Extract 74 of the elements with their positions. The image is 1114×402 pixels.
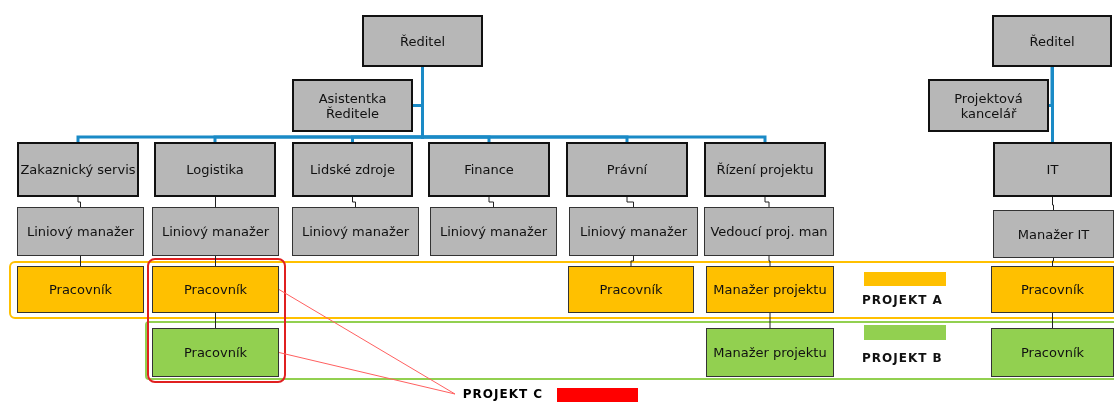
node-text: IT bbox=[1046, 162, 1059, 177]
connector-line bbox=[421, 67, 767, 142]
node-text: Manažer IT bbox=[1017, 226, 1090, 242]
worker-box bbox=[152, 266, 279, 313]
connector-line bbox=[1052, 312, 1053, 329]
worker-box bbox=[706, 328, 834, 377]
unit-box bbox=[704, 142, 826, 197]
worker-box bbox=[991, 328, 1114, 377]
connector-line bbox=[769, 312, 771, 329]
unit-box bbox=[428, 142, 550, 197]
unit-box bbox=[566, 142, 688, 197]
node-text: Liniový manažer bbox=[161, 224, 270, 239]
node-text: Ředitel bbox=[1029, 33, 1075, 49]
connector-line bbox=[764, 196, 770, 208]
node-text: Finance bbox=[464, 162, 514, 177]
connector-line bbox=[77, 196, 81, 208]
node-text: Manažer projektu bbox=[713, 345, 827, 360]
leader-line bbox=[278, 289, 456, 395]
connector-line bbox=[80, 255, 81, 267]
node-text: Právní bbox=[606, 162, 648, 177]
role-box bbox=[704, 207, 834, 256]
role-box bbox=[430, 207, 557, 256]
worker-box bbox=[17, 266, 144, 313]
node-text: Projektová kancelář bbox=[953, 90, 1024, 121]
legend-label: PROJEKT A bbox=[862, 293, 943, 307]
node-text: Logistika bbox=[186, 162, 244, 177]
unit-box bbox=[992, 15, 1112, 67]
role-box bbox=[292, 207, 419, 256]
connector-line bbox=[1052, 196, 1054, 211]
unit-box bbox=[928, 79, 1049, 132]
unit-box bbox=[993, 142, 1112, 197]
node-text: Liniový manažer bbox=[26, 224, 135, 239]
unit-box bbox=[362, 15, 483, 67]
node-text: Liniový manažer bbox=[579, 224, 688, 239]
connector-line bbox=[768, 255, 771, 267]
node-text: Vedoucí proj. man bbox=[710, 224, 828, 239]
role-box bbox=[993, 210, 1114, 258]
node-text: Asistentka Ředitele bbox=[317, 90, 388, 121]
leader-line bbox=[278, 352, 456, 395]
node-text: Pracovník bbox=[599, 282, 663, 297]
node-text: Pracovník bbox=[48, 282, 113, 297]
node-text: Pracovník bbox=[1020, 345, 1085, 360]
connector-line bbox=[352, 196, 356, 208]
connector-line bbox=[1051, 67, 1054, 142]
connector-line bbox=[215, 312, 216, 329]
worker-box bbox=[706, 266, 834, 313]
role-box bbox=[569, 207, 698, 256]
connector-line bbox=[215, 196, 216, 208]
node-text: Řízení projektu bbox=[716, 162, 814, 177]
node-text: Pracovník bbox=[183, 282, 248, 297]
unit-box bbox=[154, 142, 276, 197]
node-text: Manažer projektu bbox=[713, 282, 827, 297]
node-text: Ředitel bbox=[400, 33, 445, 49]
node-text: Zakaznický servis bbox=[20, 162, 136, 177]
legend-label: PROJEKT B bbox=[862, 351, 943, 365]
connector-line bbox=[215, 255, 216, 267]
worker-box bbox=[152, 328, 279, 377]
node-text: Liniový manažer bbox=[301, 224, 410, 239]
connector-line bbox=[1052, 257, 1054, 267]
connector-line bbox=[630, 255, 634, 267]
node-text: Pracovník bbox=[1020, 282, 1085, 297]
worker-box bbox=[568, 266, 694, 313]
unit-box bbox=[292, 142, 413, 197]
role-box bbox=[152, 207, 279, 256]
node-text: Lidské zdroje bbox=[310, 162, 395, 177]
unit-box bbox=[17, 142, 139, 197]
project-label: PROJEKT C bbox=[455, 386, 551, 402]
node-text: Pracovník bbox=[183, 345, 248, 360]
connector-line bbox=[488, 196, 494, 208]
connector-line bbox=[626, 196, 634, 208]
role-box bbox=[17, 207, 144, 256]
worker-box bbox=[991, 266, 1114, 313]
node-text: Liniový manažer bbox=[439, 224, 548, 239]
unit-box bbox=[292, 79, 413, 132]
